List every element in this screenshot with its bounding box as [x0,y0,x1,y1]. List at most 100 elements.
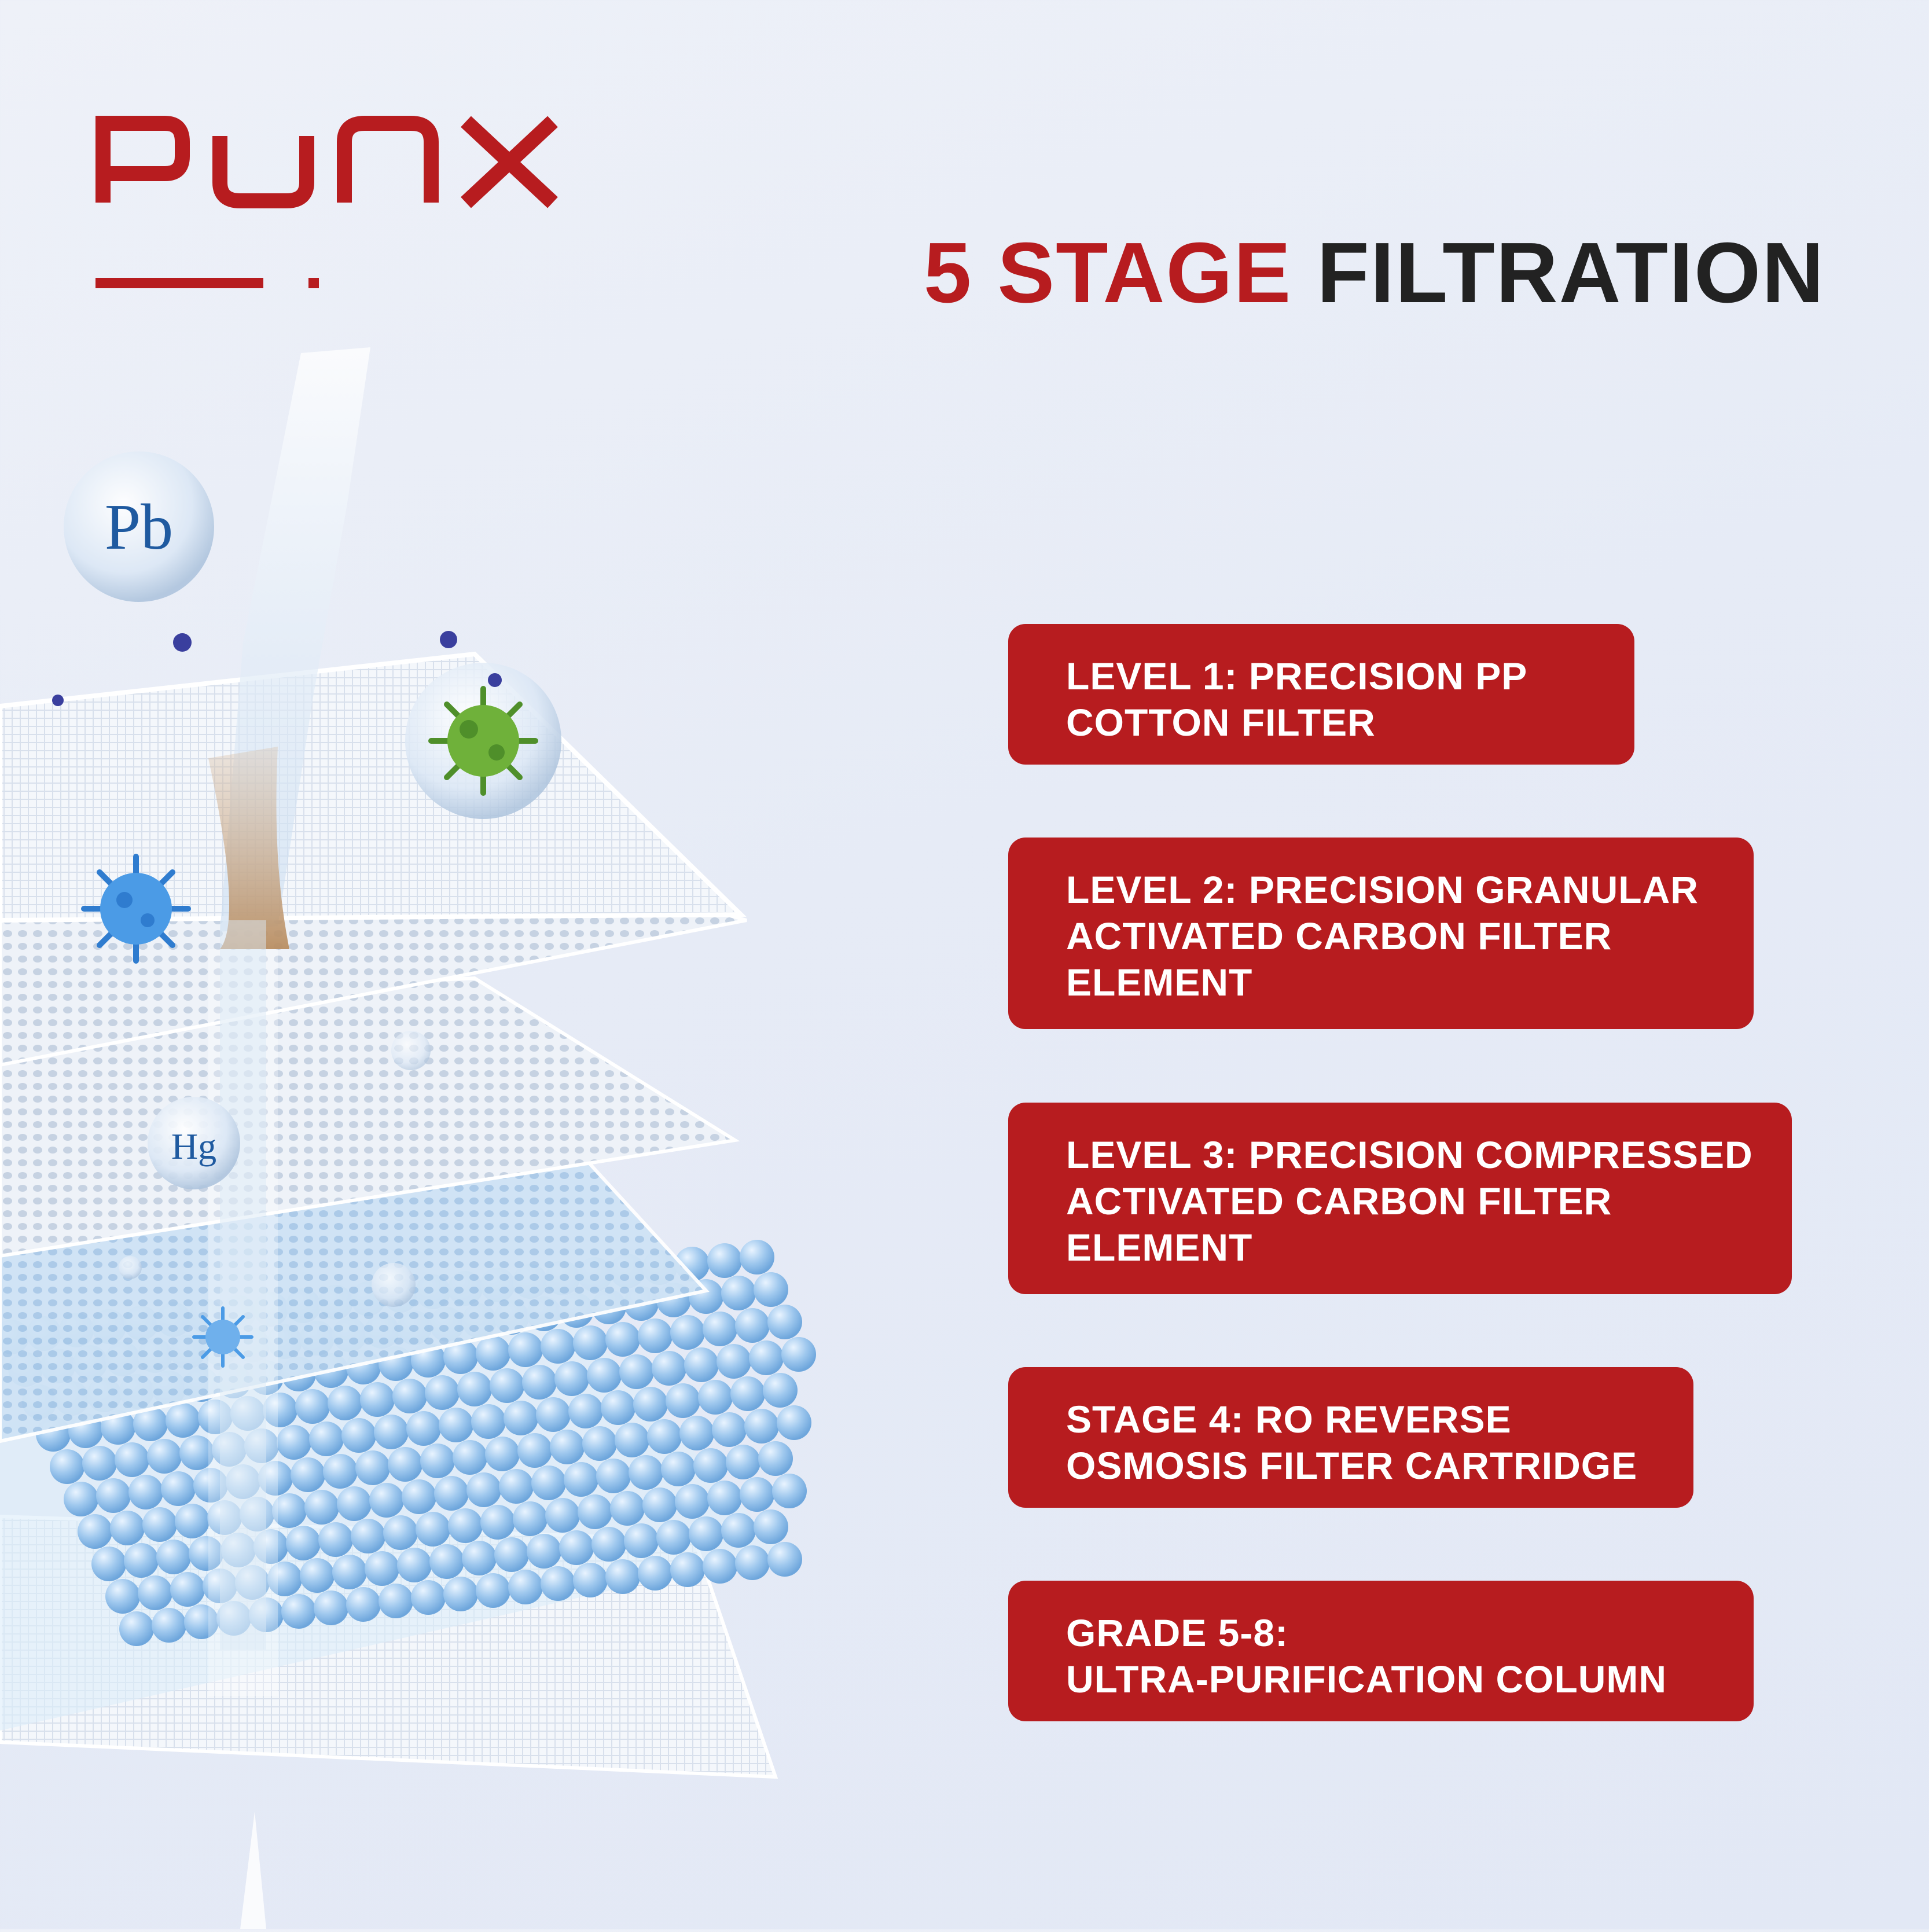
bead [670,1552,705,1587]
bead [119,1611,154,1646]
bead [513,1501,548,1536]
bead [138,1575,172,1610]
brand-logo [95,116,559,208]
bead [508,1570,543,1604]
level-1-text: LEVEL 1: PRECISION PP COTTON FILTER [1066,655,1528,744]
bead [522,1365,557,1400]
bead [610,1491,645,1526]
bead [531,1465,566,1500]
bead [703,1312,737,1346]
bead [494,1537,529,1572]
bead [175,1504,210,1538]
bead [596,1459,631,1493]
bead [346,1587,381,1622]
bead [91,1547,126,1581]
bead [314,1591,348,1625]
bead [698,1380,733,1415]
bead [439,1408,473,1442]
bead [355,1450,390,1485]
bead [679,1416,714,1450]
bead [411,1580,446,1615]
bead [304,1490,339,1525]
logo-dot [308,278,319,288]
bead [267,1562,302,1596]
bead [379,1584,413,1618]
green-virus-icon [405,663,561,819]
bead [638,1556,673,1591]
bead [744,1409,779,1444]
bead [170,1572,205,1607]
bead [193,1468,228,1503]
bead [82,1446,117,1481]
bead [490,1368,524,1403]
particle-icon [52,631,502,706]
bead [476,1336,510,1371]
filter-layers-graphic: Pb Hg [0,347,816,1929]
filtration-illustration: Pb Hg [0,341,833,1929]
bubble-icon [119,1031,431,1307]
bead [656,1520,691,1555]
bead [286,1526,321,1560]
bead [323,1454,358,1489]
bead [508,1332,543,1367]
bead [281,1594,316,1629]
bead [50,1449,84,1484]
mercury-label: Hg [171,1126,216,1167]
bead [309,1422,344,1456]
bead [767,1542,802,1577]
bead [605,1322,640,1357]
bead [601,1390,635,1425]
level-card-3: LEVEL 3: PRECISION COMPRESSED ACTIVATED … [1008,1103,1792,1294]
title-accent: 5 STAGE [924,225,1292,321]
bead [434,1476,469,1511]
bead [772,1474,807,1508]
bead [582,1426,617,1461]
bead [78,1514,112,1549]
bead [749,1340,784,1375]
bead [189,1536,223,1571]
bead [332,1555,367,1589]
bead [541,1566,575,1601]
bead [652,1351,686,1386]
bead [425,1375,460,1410]
bead [661,1452,696,1486]
bead [115,1442,149,1477]
small-virus-icon [192,1306,253,1368]
bead [318,1522,353,1557]
bead [758,1441,793,1476]
level-card-4: STAGE 4: RO REVERSE OSMOSIS FILTER CARTR… [1008,1367,1693,1508]
bead [184,1604,219,1639]
bead [471,1404,506,1439]
level-5-text: GRADE 5-8: ULTRA-PURIFICATION COLUMN [1066,1611,1667,1700]
bead [406,1411,441,1446]
bead [462,1541,497,1575]
bead [337,1486,372,1521]
bead [295,1389,330,1424]
bead [420,1444,455,1478]
level-2-text: LEVEL 2: PRECISION GRANULAR ACTIVATED CA… [1066,868,1699,1004]
bead [666,1383,700,1418]
bead [629,1455,663,1490]
bead [402,1479,436,1514]
bead [587,1358,622,1393]
bead [615,1423,649,1457]
bead [707,1481,742,1515]
bead [726,1445,760,1479]
blue-virus-icon [81,854,191,964]
bead [156,1540,191,1574]
bead [689,1516,723,1551]
bead [619,1354,654,1389]
bead [559,1530,594,1565]
bead [721,1276,756,1310]
bead [730,1376,765,1411]
bead [504,1401,538,1435]
bead [781,1337,816,1372]
bead [541,1329,575,1364]
bead [763,1373,798,1408]
bead [133,1406,168,1441]
bead [443,1339,478,1374]
level-card-1: LEVEL 1: PRECISION PP COTTON FILTER [1008,624,1634,765]
punx-logo-icon [95,116,558,208]
bead [397,1548,432,1582]
bead [480,1505,515,1540]
